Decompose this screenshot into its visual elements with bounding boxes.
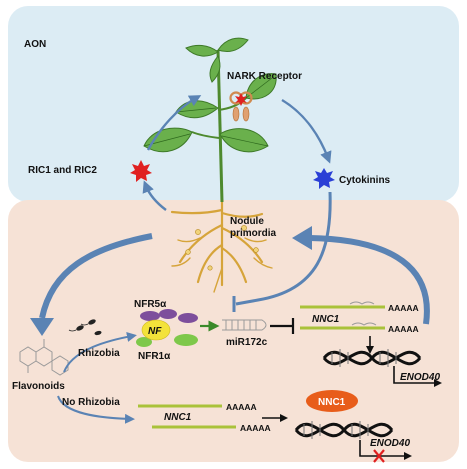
root-system [170, 198, 273, 293]
nnc1-protein-label: NNC1 [318, 397, 346, 408]
arrow-root-to-flavonoids [39, 233, 153, 319]
enod40-top-label: ENOD40 [400, 372, 440, 383]
flavonoid-molecule-icon [19, 339, 69, 376]
polya-1: AAAAA [388, 303, 419, 313]
flavonoids-label: Flavonoids [12, 381, 65, 392]
cytokinins-label: Cytokinins [339, 175, 391, 186]
enod40-bottom-label: ENOD40 [370, 438, 410, 449]
dna-helix-top [322, 349, 422, 367]
enod40-bottom-transcription-arrow [359, 440, 412, 460]
aon-label: AON [24, 39, 46, 50]
ric-label: RIC1 and RIC2 [28, 165, 97, 176]
nfr5-label: NFR5α [134, 299, 167, 310]
arrow-root-to-flavonoids-head [30, 318, 54, 336]
polya-2: AAAAA [388, 324, 419, 334]
ric-peptide-star-icon [130, 160, 152, 182]
nodule-label-line2: primordia [230, 228, 277, 239]
arrow-nark-to-cytokinins [281, 98, 332, 164]
arrow-ric-to-nark [146, 95, 202, 151]
nark-label: NARK Receptor [227, 71, 302, 82]
nnc1-protein-icon [306, 390, 358, 412]
nark-receptor-icon [229, 91, 253, 122]
nfr-receptor-complex [136, 309, 198, 347]
arrow-no-rhizobia [57, 395, 135, 424]
nodule-dots [185, 225, 259, 271]
rhizobia-label: Rhizobia [78, 348, 120, 359]
polya-4: AAAAA [240, 423, 271, 433]
cytokinins-inhibit-line [235, 191, 332, 306]
no-rhizobia-label: No Rhizobia [62, 397, 120, 408]
mir172c-hairpin-icon [222, 319, 267, 331]
nfr1-label: NFR1α [138, 351, 171, 362]
nnc1-mrna-bottom [138, 404, 236, 429]
nnc1-top-label: NNC1 [312, 314, 340, 325]
nf-label: NF [148, 326, 162, 337]
nnc1-bottom-label: NNC1 [164, 412, 192, 423]
arrow-enod40-to-nodule [309, 235, 430, 325]
cytokinins-star-icon [313, 168, 335, 189]
arrow-nodule-to-ric [142, 180, 167, 211]
arrow-rhizobia-to-nfr [63, 332, 137, 373]
rhizobia-bacteria-icon [68, 319, 102, 336]
mir172c-label: miR172c [226, 337, 268, 348]
polya-3: AAAAA [226, 402, 257, 412]
blocked-cross-icon [373, 449, 385, 463]
enod40-top-transcription-arrow [393, 366, 442, 387]
nodule-label-line1: Nodule [230, 216, 264, 227]
dna-helix-bottom [294, 421, 394, 439]
arrow-enod40-to-nodule-head [292, 226, 312, 250]
nnc1-mrna-top [300, 301, 385, 330]
